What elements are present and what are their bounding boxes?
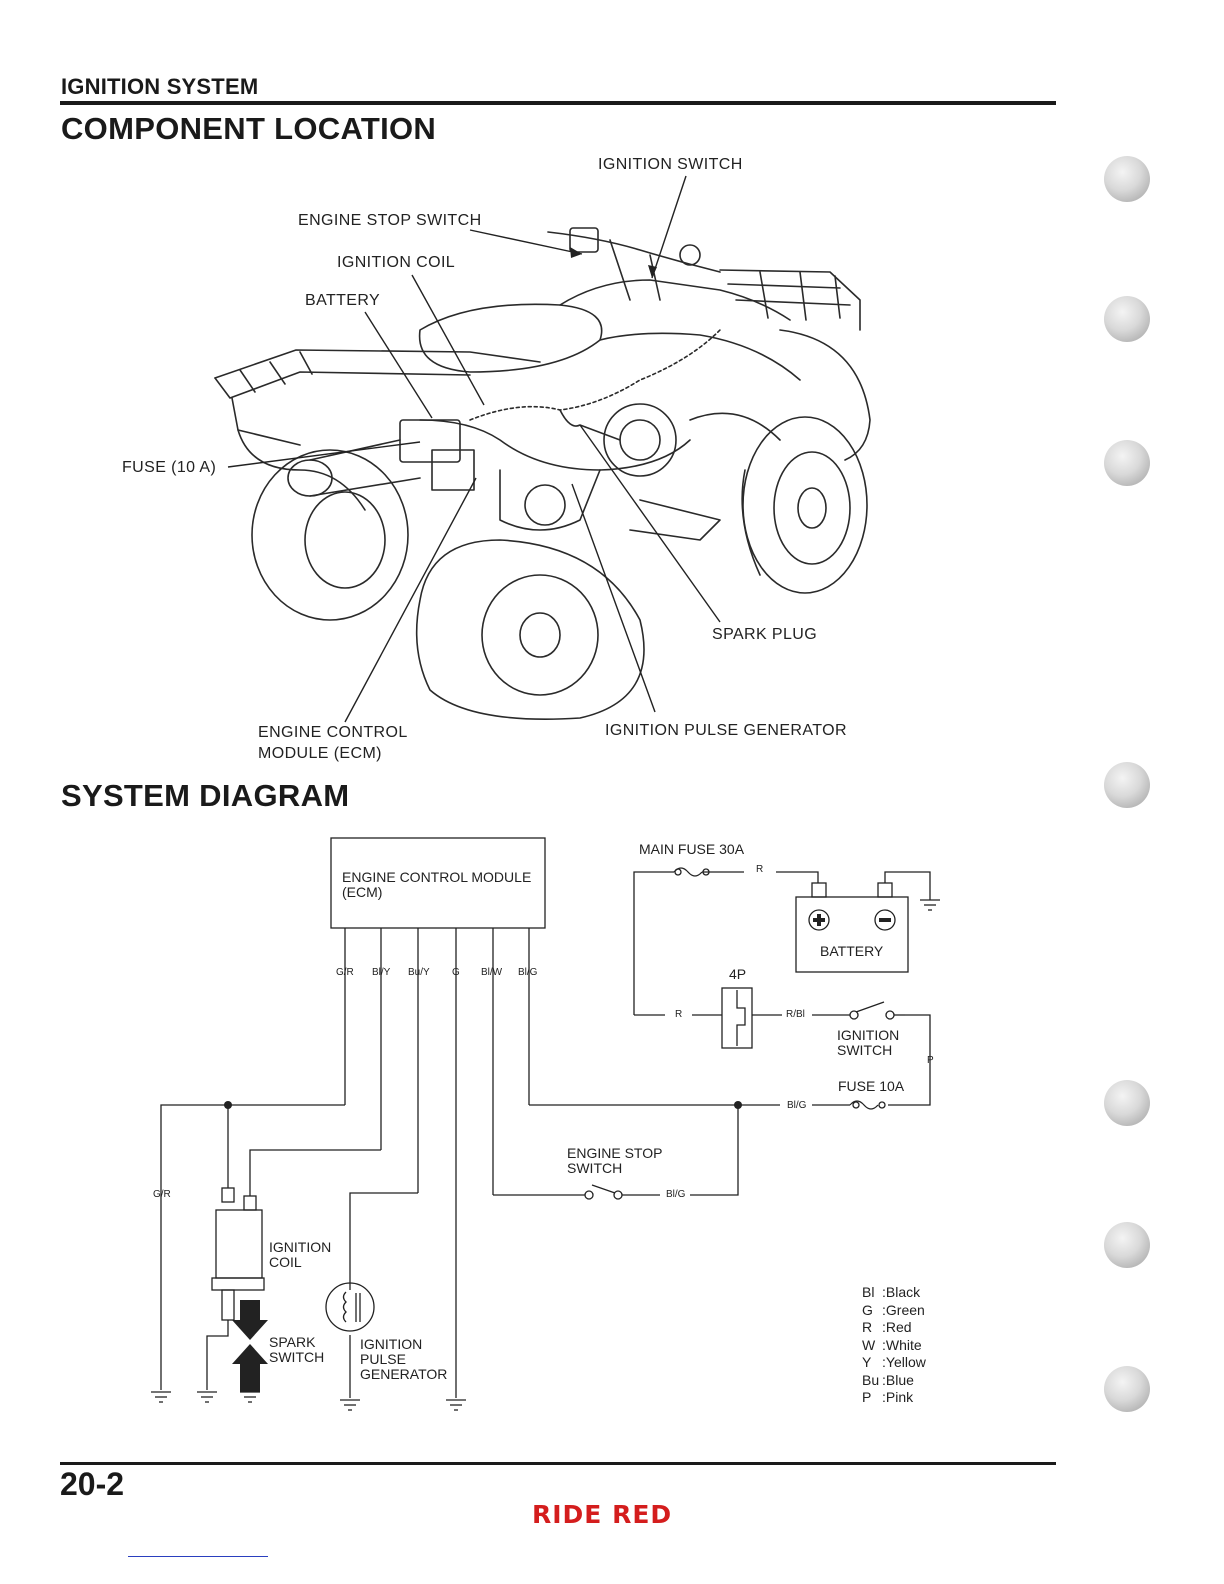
wire-label-p: P (927, 1055, 934, 1066)
legend-row: W :White (862, 1337, 926, 1355)
pulse-generator-label-line2: PULSE (360, 1351, 406, 1367)
legend-color: :White (882, 1336, 922, 1353)
footer-rule (60, 1462, 1056, 1465)
binder-tab-2 (1104, 296, 1150, 342)
legend-code: W (862, 1336, 876, 1353)
wire-label-r-top: R (756, 864, 764, 875)
legend-color: :Pink (882, 1389, 914, 1405)
legend-color: :Blue (882, 1371, 914, 1388)
main-fuse-label: MAIN FUSE 30A (639, 841, 745, 857)
binder-tab-1 (1104, 156, 1150, 202)
connector-4p-label: 4P (729, 966, 747, 982)
wire-label-r-bl: R/Bl (786, 1009, 805, 1020)
legend-code: Bu (862, 1371, 880, 1388)
callout-fuse: FUSE (10 A) (122, 459, 217, 476)
legend-color: :Red (882, 1319, 912, 1335)
legend-row: Bl :Black (862, 1284, 926, 1302)
battery-label: BATTERY (820, 943, 884, 959)
wire-label-r-left: R (675, 1009, 683, 1020)
callout-battery: BATTERY (305, 292, 381, 309)
callout-spark-plug: SPARK PLUG (712, 626, 818, 643)
ecm-label-line1: ENGINE CONTROL MODULE (342, 869, 532, 885)
component-location-heading: COMPONENT LOCATION (61, 111, 437, 146)
legend-row: Y :Yellow (862, 1354, 926, 1372)
legend-code: G (862, 1301, 873, 1318)
legend-row: Bu:Blue (862, 1372, 926, 1390)
callout-ignition-coil: IGNITION COIL (337, 254, 456, 271)
legend-row: R :Red (862, 1319, 926, 1337)
wire-label-g-r: G/R (153, 1189, 171, 1200)
binder-tab-7 (1104, 1366, 1150, 1412)
brand-logo: RIDE RED (532, 1500, 673, 1529)
legend-code: Bl (862, 1284, 875, 1300)
spark-switch-label-line2: SWITCH (269, 1349, 325, 1365)
ignition-coil-label-line2: COIL (269, 1254, 302, 1270)
callout-ecm-line2: MODULE (ECM) (258, 745, 382, 762)
binder-tab-4 (1104, 762, 1150, 808)
color-legend: Bl:Black G:Green R:Red W:White Y:Yellow … (862, 1284, 926, 1407)
pulse-generator-label-line1: IGNITION (360, 1336, 423, 1352)
wire-label-bl-g-stop: Bl/G (666, 1189, 686, 1200)
fuse-10a-label: FUSE 10A (838, 1078, 905, 1094)
system-diagram-heading: SYSTEM DIAGRAM (61, 778, 350, 813)
ignition-switch-label-line2: SWITCH (837, 1042, 893, 1058)
callout-ecm-line1: ENGINE CONTROL (258, 724, 408, 741)
ecm-pin-bu-y: Bu/Y (408, 967, 430, 978)
pulse-generator-label-line3: GENERATOR (360, 1366, 448, 1382)
section-title: IGNITION SYSTEM (61, 74, 259, 99)
callout-ignition-switch: IGNITION SWITCH (598, 156, 743, 173)
legend-code: R (862, 1319, 873, 1335)
legend-code: P (862, 1389, 872, 1405)
legend-color: :Black (882, 1284, 921, 1300)
callout-engine-stop-switch: ENGINE STOP SWITCH (298, 212, 482, 229)
legend-code: Y (862, 1354, 872, 1370)
ecm-pin-bl-g: Bl/G (518, 967, 538, 978)
legend-row: P :Pink (862, 1389, 926, 1407)
callout-ignition-pulse-generator: IGNITION PULSE GENERATOR (605, 722, 847, 739)
atv-illustration (214, 175, 871, 723)
ignition-coil-label-line1: IGNITION (269, 1239, 332, 1255)
ecm-pin-bl-w: Bl/W (481, 967, 503, 978)
binder-tab-3 (1104, 440, 1150, 486)
spark-switch-label-line1: SPARK (269, 1334, 316, 1350)
ignition-switch-label-line1: IGNITION (837, 1027, 900, 1043)
wire-label-bl-g-right: Bl/G (787, 1100, 807, 1111)
header-rule (60, 101, 1056, 105)
ecm-pin-bl-y: Bl/Y (372, 967, 391, 978)
legend-color: :Green (882, 1301, 925, 1318)
page-number: 20-2 (60, 1466, 125, 1502)
binder-tab-6 (1104, 1222, 1150, 1268)
ecm-pin-g-r: G/R (336, 967, 354, 978)
ecm-pin-g: G (452, 967, 460, 978)
link-underline (128, 1556, 268, 1557)
binder-tab-5 (1104, 1080, 1150, 1126)
legend-color: :Yellow (882, 1354, 926, 1370)
legend-row: G :Green (862, 1302, 926, 1320)
ecm-label-line2: (ECM) (342, 884, 383, 900)
engine-stop-label-line1: ENGINE STOP (567, 1145, 663, 1161)
engine-stop-label-line2: SWITCH (567, 1160, 623, 1176)
